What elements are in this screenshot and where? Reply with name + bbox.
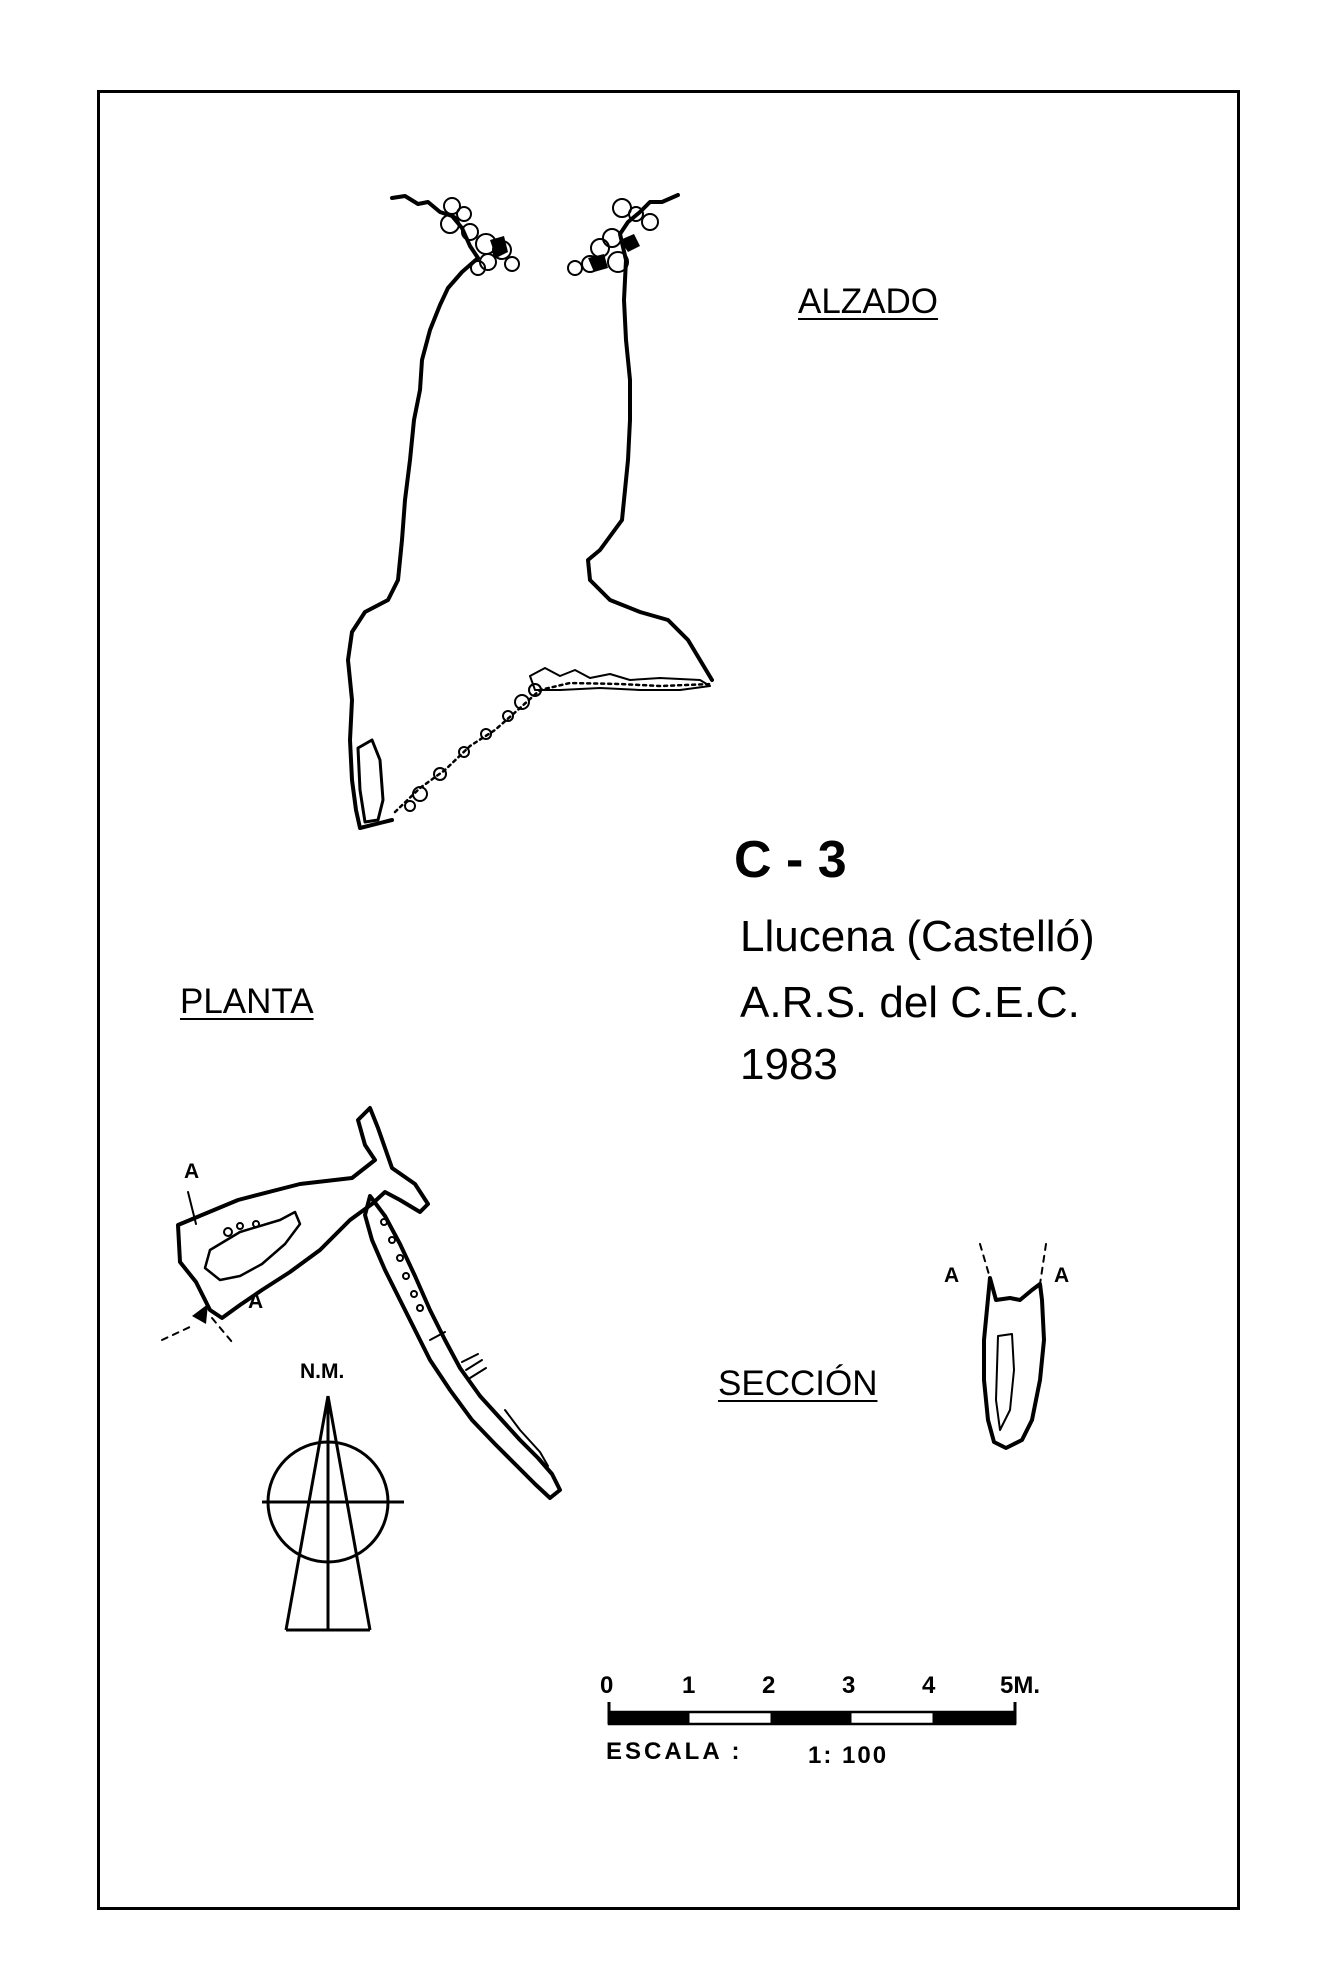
scale-tick-3: 3 (842, 1672, 856, 1699)
elevation-floor-deposit (529, 667, 711, 691)
scale-label: ESCALA : (606, 1738, 743, 1765)
elevation-rubble-right (567, 198, 659, 276)
section-inner (995, 1333, 1015, 1431)
elevation-floor-line (393, 681, 714, 814)
plan-gallery-blocks (429, 1331, 549, 1467)
scale-tick-1: 1 (682, 1672, 696, 1699)
elevation-label: ALZADO (798, 282, 939, 321)
survey-author: A.R.S. del C.E.C. (740, 978, 1080, 1027)
section-drawing (979, 1243, 1047, 1450)
section-outline (982, 1276, 1046, 1450)
plan-dark-mark (192, 1304, 208, 1324)
section-marker-a-prime: A (944, 1264, 960, 1287)
plan-label: PLANTA (180, 982, 314, 1021)
cave-code: C - 3 (734, 831, 847, 889)
elevation-right-wall (586, 193, 714, 682)
plan-main-gallery (363, 1194, 562, 1500)
elevation-block (356, 738, 385, 824)
elevation-drawing (346, 193, 714, 830)
north-arrow (262, 1395, 404, 1632)
plan-marker-a-prime: A (248, 1290, 264, 1313)
elevation-dark-blocks (490, 234, 640, 272)
plan-a-tick (187, 1191, 197, 1225)
scale-tick-0: 0 (600, 1672, 614, 1699)
scale-bar (607, 1702, 1017, 1726)
scale-tick-2: 2 (762, 1672, 776, 1699)
cave-location: Llucena (Castelló) (740, 912, 1095, 961)
elevation-left-wall (346, 194, 480, 830)
plan-left-chamber-inner (203, 1210, 302, 1282)
survey-year: 1983 (740, 1040, 838, 1089)
section-marker-a: A (1054, 1264, 1070, 1287)
map-frame (97, 90, 1240, 1910)
plan-marker-a: A (184, 1160, 200, 1183)
section-label: SECCIÓN (718, 1364, 878, 1403)
scale-tick-4: 4 (922, 1672, 936, 1699)
plan-section-line (161, 1317, 233, 1343)
elevation-rubble-left (440, 197, 520, 276)
section-line-right (1039, 1243, 1047, 1285)
plan-drawing (161, 1106, 562, 1500)
north-label: N.M. (300, 1360, 345, 1383)
elevation-floor-stones (404, 683, 542, 812)
scale-tick-5: 5M. (1000, 1672, 1041, 1699)
plan-left-chamber (176, 1106, 430, 1320)
scale-ratio: 1: 100 (808, 1742, 889, 1769)
plan-pebbles (223, 1218, 424, 1312)
section-line-left (979, 1243, 991, 1279)
